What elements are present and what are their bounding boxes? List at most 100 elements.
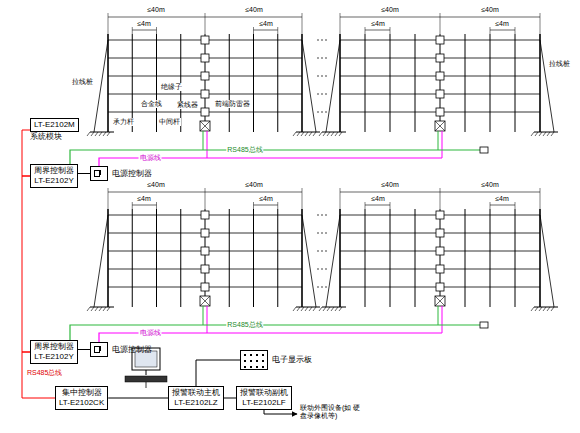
continuation-dot	[321, 268, 322, 269]
extension-line	[302, 188, 303, 209]
extension-line	[440, 188, 441, 209]
rs485-drop	[203, 306, 204, 325]
continuation-dot	[321, 250, 322, 251]
dimension-label: ≤4m	[136, 20, 152, 28]
wire-terminal	[201, 72, 209, 80]
surge-box	[200, 296, 210, 306]
fence-post	[390, 209, 391, 307]
surge-box-mark	[200, 296, 210, 306]
part-name: 拉线桩	[72, 78, 93, 86]
ground-hatch	[535, 307, 538, 311]
fence-post	[301, 209, 303, 307]
node-title: 电源控制器	[112, 345, 152, 355]
continuation-dot	[321, 214, 322, 215]
surge-box-mark	[200, 121, 210, 131]
wire-terminal	[201, 90, 209, 98]
continuation-dot	[321, 39, 322, 40]
ground-hatch	[87, 132, 90, 136]
ground-hatch	[91, 132, 94, 136]
ground-hatch	[305, 132, 308, 136]
node-title: 报警联动主机	[172, 388, 220, 398]
connector	[22, 176, 30, 352]
wire-terminal	[436, 283, 444, 291]
guy-wire	[94, 215, 108, 307]
dimension-label: ≤4m	[494, 20, 510, 28]
bus-terminator	[480, 147, 488, 153]
ground-hatch	[107, 132, 110, 136]
extension-line	[515, 27, 516, 34]
continuation-dot	[325, 214, 326, 215]
wire-terminal	[436, 211, 444, 219]
power-drop	[207, 306, 208, 333]
wire-terminal	[201, 265, 209, 273]
continuation-dot	[317, 268, 318, 269]
ground-hatch	[335, 307, 338, 311]
dimension-line	[365, 205, 390, 206]
ground-hatch	[309, 307, 312, 311]
continuation-dot	[317, 214, 318, 215]
fence-post	[365, 209, 366, 307]
extension-line	[540, 188, 541, 209]
note-label: 联动外围设备(如 硬盘录像机等)	[300, 404, 364, 420]
guy-wire	[302, 40, 316, 132]
node-subtitle: LT-E2102CK	[59, 398, 104, 408]
continuation-dot	[321, 286, 322, 287]
dimension-label: ≤40m	[480, 181, 499, 189]
ground-hatch	[323, 132, 326, 136]
ground-hatch	[103, 132, 106, 136]
ground-hatch	[339, 132, 342, 136]
ground-hatch	[305, 307, 308, 311]
power-icon	[90, 166, 108, 181]
extension-line	[277, 27, 278, 34]
fence-drawing	[87, 13, 558, 333]
part-name: 前端防雷器	[214, 100, 251, 108]
ground-hatch	[327, 132, 330, 136]
ground-hatch	[103, 307, 106, 311]
wire-terminal	[201, 211, 209, 219]
wire-terminal	[201, 36, 209, 44]
guy-wire	[326, 40, 340, 132]
extension-line	[515, 202, 516, 209]
continuation-dot	[317, 75, 318, 76]
continuation-dot	[317, 250, 318, 251]
surge-box-mark	[435, 296, 445, 306]
dimension-label: ≤4m	[136, 195, 152, 203]
wire-label: RS485总线	[26, 369, 63, 377]
fence-post	[415, 209, 416, 307]
dimension-label: ≤40m	[244, 6, 263, 14]
dimension-line	[132, 205, 156, 206]
wire-terminal	[436, 72, 444, 80]
surge-box-mark	[435, 121, 445, 131]
ground-hatch	[531, 307, 534, 311]
power-drop	[442, 306, 443, 333]
node-title: 电源控制器	[112, 169, 152, 179]
continuation-dot	[317, 111, 318, 112]
fence-post	[301, 34, 303, 132]
continuation-dot	[321, 232, 322, 233]
wire-terminal	[436, 265, 444, 273]
wire-label: 电源线	[139, 329, 162, 337]
fence-post	[277, 34, 278, 132]
connector	[108, 398, 168, 399]
ground-hatch	[327, 307, 330, 311]
wire-label: RS485总线	[226, 321, 263, 329]
fence-post	[253, 34, 254, 132]
output-arrow	[264, 410, 297, 414]
node-subtitle: LT-E2102Y	[34, 352, 74, 362]
ground-hatch	[297, 132, 300, 136]
extension-line	[132, 202, 133, 209]
ground-hatch	[301, 307, 304, 311]
wire-terminal	[201, 108, 209, 116]
node-title: 周界控制器	[34, 166, 74, 176]
dimension-label: ≤40m	[380, 6, 399, 14]
ground-hatch	[551, 132, 554, 136]
dimension-line	[490, 30, 515, 31]
dimension-label: ≤40m	[244, 181, 263, 189]
extension-line	[490, 202, 491, 209]
continuation-dot	[325, 250, 326, 251]
surge-box	[200, 121, 210, 131]
continuation-dot	[325, 39, 326, 40]
continuation-dot	[317, 286, 318, 287]
continuation-dot	[317, 57, 318, 58]
